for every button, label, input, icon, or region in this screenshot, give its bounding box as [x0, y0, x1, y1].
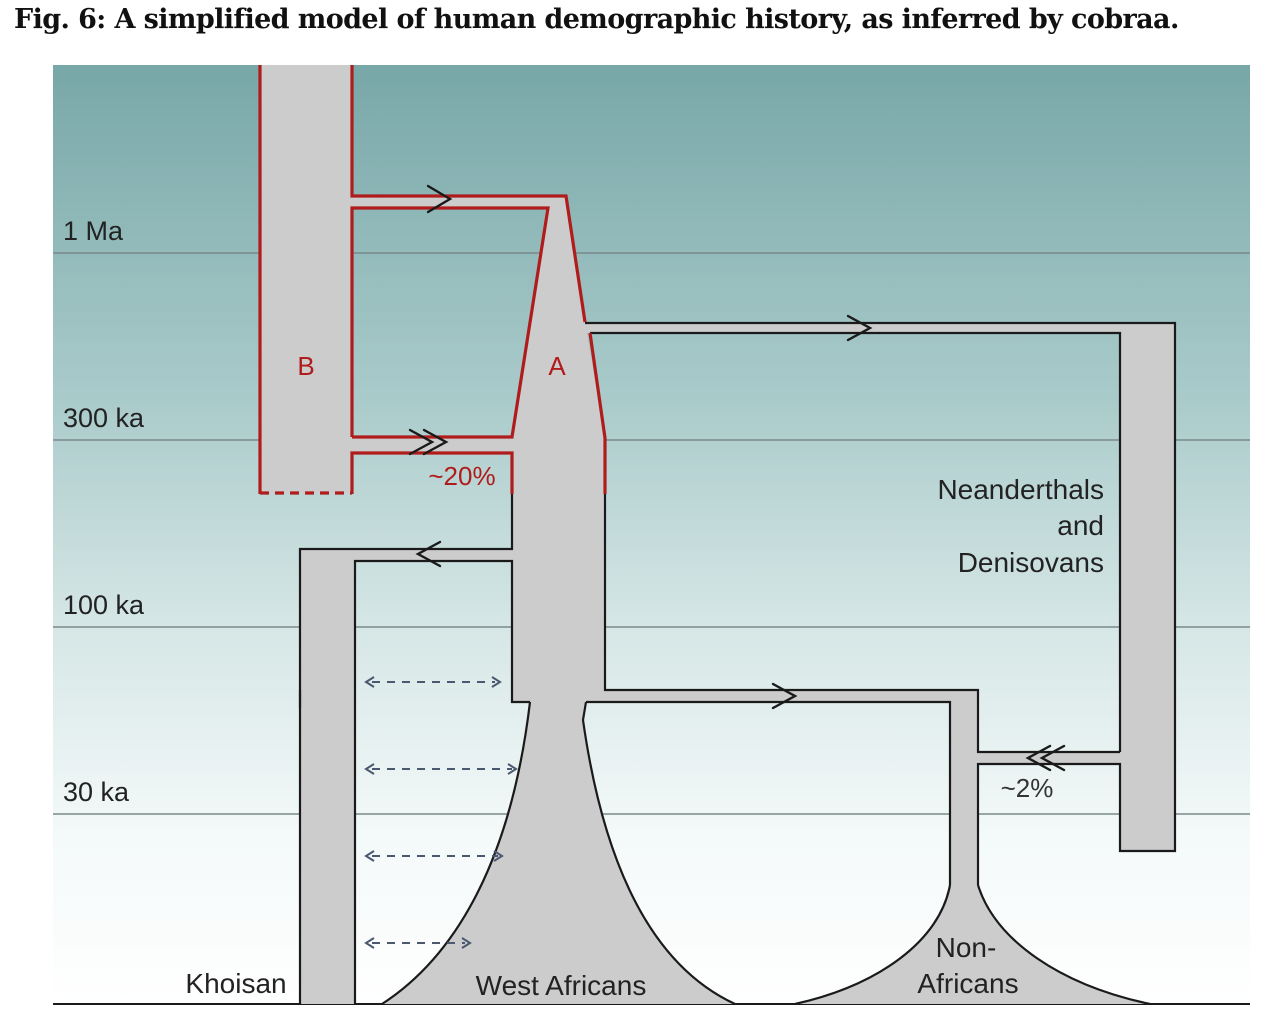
structured-ancestry-outlines [258, 65, 607, 495]
a-to-khoisan-arrow-icon [415, 540, 442, 568]
khoisan-population-fill [300, 549, 355, 1004]
nonafrican-right-curve [976, 884, 1151, 1006]
migration-arrow-3-left-icon [364, 850, 375, 862]
a-to-archaic-channel-fill [585, 323, 1175, 333]
population-b-label: B [297, 351, 314, 381]
nonafrican-population-fill [795, 690, 1150, 1004]
archaic-label-line3: Denisovans [958, 547, 1104, 578]
migration-arrow-1-right-icon [491, 676, 502, 688]
archaic-label-line1: Neanderthals [937, 474, 1104, 505]
time-label-100ka: 100 ka [63, 590, 145, 620]
background-gradient [53, 65, 1250, 1005]
time-label-1ma: 1 Ma [63, 216, 124, 246]
non-africans-label-line1: Non- [936, 932, 997, 963]
population-b-bottom-right [350, 451, 514, 494]
population-b-mid-right [350, 206, 550, 439]
migration-arrow-4-left-icon [364, 937, 375, 949]
west-african-right-curve [581, 701, 736, 1005]
migration-arrow-3-right-icon [493, 850, 504, 862]
archaic-outer-edge [585, 321, 1177, 885]
migration-arrows [364, 676, 518, 949]
khoisan-label: Khoisan [185, 968, 286, 999]
time-label-30ka: 30 ka [63, 777, 130, 807]
archaic-inner-edge [590, 331, 1122, 752]
a-to-nonafrican-channel-fill [586, 690, 978, 702]
a-to-nonafrican-arrow-icon [771, 682, 798, 710]
migration-arrow-2-left-icon [364, 763, 375, 775]
migration-arrow-1-left-icon [364, 676, 375, 688]
a-right-edge [603, 494, 1120, 754]
archaic-label-line2: and [1057, 510, 1104, 541]
time-label-300ka: 300 ka [63, 403, 145, 433]
khoisan-inner-edge [353, 559, 530, 1004]
archaic-to-nonafrican-double-arrow-icon [1025, 744, 1066, 772]
migration-arrow-4-right-icon [461, 937, 472, 949]
west-africans-label: West Africans [476, 970, 647, 1001]
migration-arrow-2-right-icon [507, 763, 518, 775]
nonafrican-left-curve [794, 884, 952, 1006]
a-to-khoisan-channel-fill [355, 549, 512, 561]
population-fills [260, 65, 1175, 1004]
b-to-a-channel-top-fill [352, 196, 566, 208]
a-left-edge [298, 494, 514, 708]
archaic-to-nonafrican-channel-fill [978, 752, 1120, 764]
population-outlines [298, 321, 1177, 1006]
archaic-population-fill [1120, 323, 1175, 851]
flow-arrows [408, 184, 1066, 772]
a-to-archaic-arrow-icon [846, 314, 873, 342]
non-africans-label-line2: Africans [917, 968, 1018, 999]
b-admixture-percent: ~20% [428, 461, 495, 491]
population-b-fill [260, 65, 352, 493]
b-to-a-arrow-icon [426, 184, 453, 214]
west-african-left-curve [381, 701, 532, 1005]
time-gridlines [53, 252, 1250, 815]
figure-title: Fig. 6: A simplified model of human demo… [14, 4, 1179, 35]
a-right-edge-inner [586, 700, 952, 885]
population-a-label: A [548, 351, 566, 381]
b-to-a-channel-bottom-fill [352, 437, 514, 453]
b-to-a-double-arrow-icon [408, 428, 449, 456]
archaic-admixture-percent: ~2% [1001, 773, 1054, 803]
population-b-top-right [350, 65, 587, 323]
population-a-red-right [588, 332, 607, 494]
population-a-fill [382, 196, 735, 1004]
